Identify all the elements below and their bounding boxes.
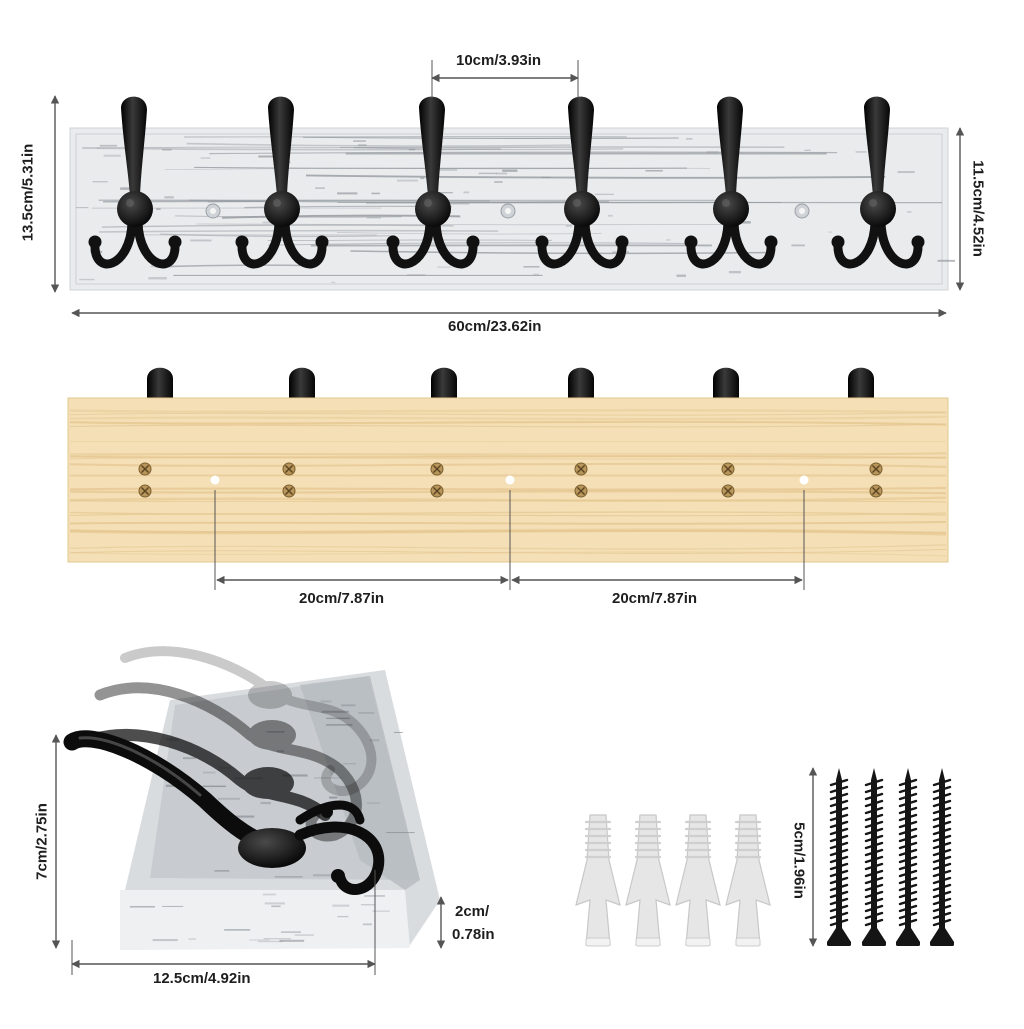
board-height-label: 11.5cm/4.52in [969, 160, 987, 257]
front-hooks [88, 96, 925, 269]
hook-tab [848, 367, 874, 398]
triple-hook [235, 96, 329, 269]
hook-tab [568, 367, 594, 398]
triple-hook [386, 96, 480, 269]
brass-screw [430, 462, 444, 476]
side-view [63, 646, 440, 950]
side-hook [63, 730, 385, 895]
hole-spacing-right-label: 20cm/7.87in [612, 590, 698, 607]
brass-screw [574, 462, 588, 476]
front-view [69, 96, 955, 291]
back-hook-tabs [147, 367, 874, 398]
back-keyholes [210, 475, 809, 485]
triple-hook [88, 96, 182, 269]
wall-anchor [625, 814, 671, 947]
wood-screw [827, 768, 851, 946]
wood-screw [930, 768, 954, 946]
wall-anchor [675, 814, 721, 947]
brass-screw [721, 484, 735, 498]
front-dimensions [50, 60, 965, 318]
wall-anchor [725, 814, 771, 947]
hook-tab [713, 367, 739, 398]
hole-spacing-left-label: 20cm/7.87in [299, 590, 385, 607]
front-mount-hole [205, 203, 221, 219]
brass-screw [282, 462, 296, 476]
triple-hook [535, 96, 629, 269]
hook-tab [289, 367, 315, 398]
keyhole [799, 475, 809, 485]
back-dimensions [214, 490, 805, 590]
brass-screw [869, 484, 883, 498]
hook-tab [431, 367, 457, 398]
wall-anchor [575, 814, 621, 947]
thickness-label-line2: 0.78in [452, 926, 495, 943]
keyhole [505, 475, 515, 485]
side-grain [129, 700, 415, 943]
wall-anchors [575, 814, 771, 947]
back-wood-grain [69, 409, 947, 557]
depth-label: 12.5cm/4.92in [153, 970, 251, 987]
triple-hook [831, 96, 925, 269]
brass-screw [282, 484, 296, 498]
brass-screw [430, 484, 444, 498]
total-width-label: 60cm/23.62in [448, 318, 542, 335]
front-mount-hole [500, 203, 516, 219]
hook-height-label: 7cm/2.75in [33, 803, 51, 880]
brass-screw [574, 484, 588, 498]
brass-screw [869, 462, 883, 476]
brass-screw [138, 484, 152, 498]
back-brass-screws [138, 462, 883, 498]
side-dimensions [51, 734, 446, 975]
triple-hook [684, 96, 778, 269]
brass-screw [138, 462, 152, 476]
front-mount-holes [205, 203, 810, 219]
total-height-label: 13.5cm/5.31in [19, 143, 37, 242]
wood-screws [827, 768, 954, 946]
brass-screw [721, 462, 735, 476]
wood-screw [896, 768, 920, 946]
screw-length-label: 5cm/1.96in [790, 822, 808, 899]
hook-tab [147, 367, 173, 398]
keyhole [210, 475, 220, 485]
thickness-label-line1: 2cm/ [455, 903, 490, 920]
front-mount-hole [794, 203, 810, 219]
wood-screw [862, 768, 886, 946]
hook-spacing-label: 10cm/3.93in [456, 52, 542, 69]
back-view [67, 367, 949, 563]
